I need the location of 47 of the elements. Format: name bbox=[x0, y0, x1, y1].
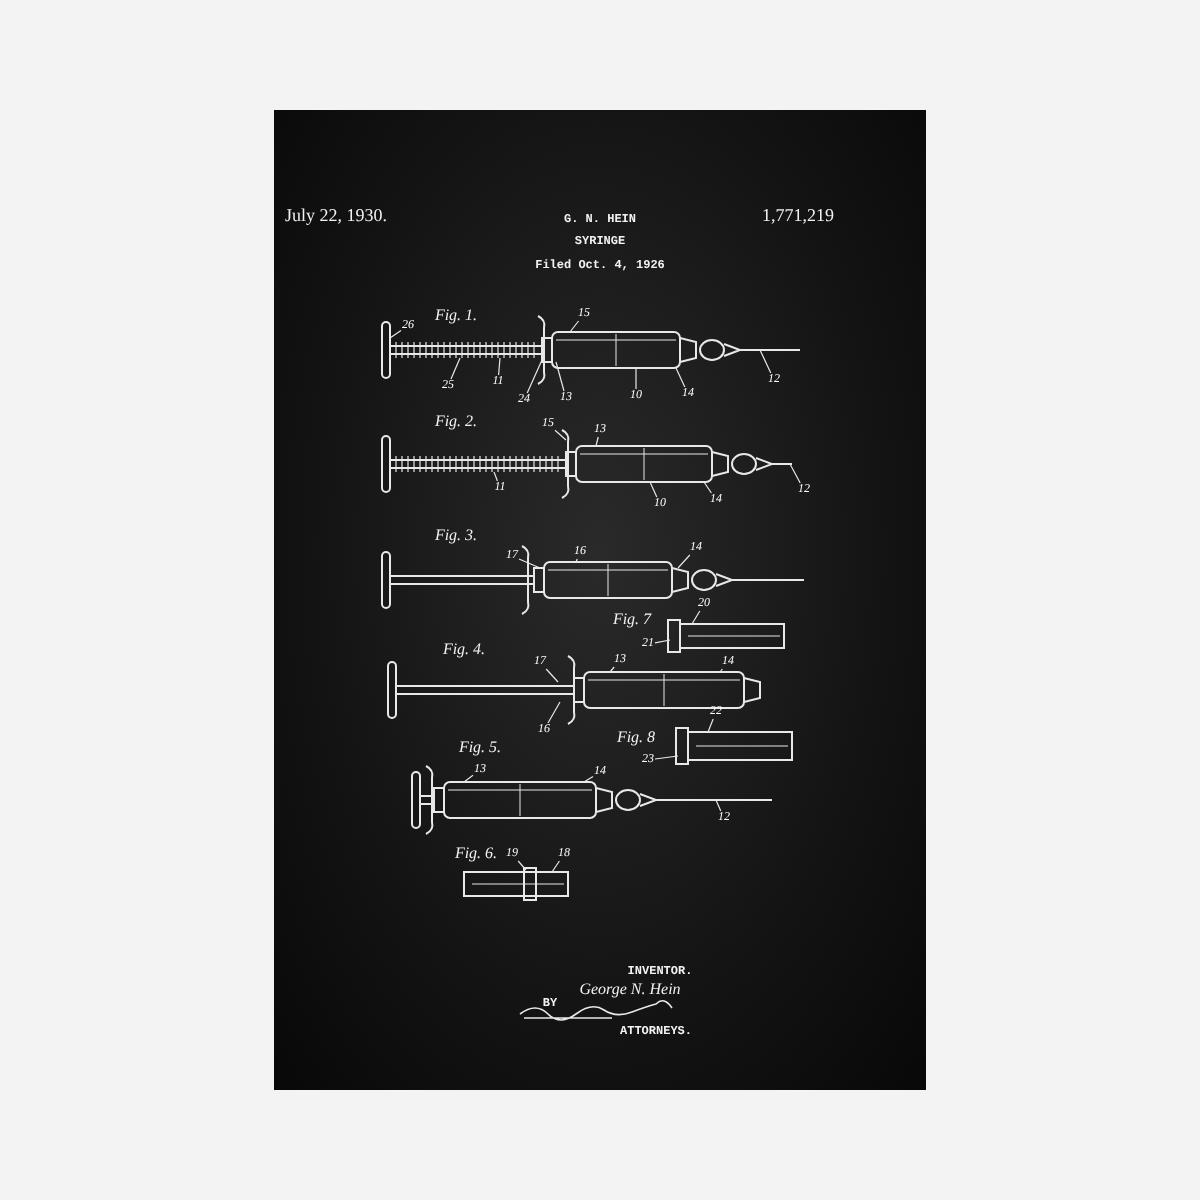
syringe-drawing bbox=[381, 545, 805, 615]
leader-line bbox=[493, 471, 498, 482]
syringe-drawing bbox=[411, 765, 773, 835]
figure-label: Fig. 5. bbox=[458, 740, 502, 756]
figure-label: Fig. 8 bbox=[616, 730, 656, 746]
leader-line bbox=[703, 481, 712, 494]
leader-line bbox=[547, 701, 561, 724]
patent-date: July 22, 1930. bbox=[285, 207, 387, 225]
leader-line bbox=[691, 610, 701, 625]
patent-number: 1,771,219 bbox=[762, 207, 834, 225]
leader-line bbox=[517, 860, 527, 871]
leader-line bbox=[463, 774, 474, 783]
figure-label: Fig. 4. bbox=[442, 642, 486, 658]
leader-line bbox=[555, 361, 565, 392]
figure-label: Fig. 7 bbox=[612, 612, 652, 628]
leader-line bbox=[675, 367, 686, 388]
syringe-drawing bbox=[387, 655, 761, 725]
leader-line bbox=[583, 775, 594, 783]
leader-line bbox=[554, 429, 567, 441]
leader-line bbox=[759, 349, 772, 374]
needle-adapter-drawing bbox=[675, 727, 793, 765]
leader-line bbox=[609, 666, 615, 673]
figure-label: Fig. 1. bbox=[434, 308, 478, 324]
needle-adapter-drawing bbox=[667, 619, 785, 653]
leader-line bbox=[677, 554, 691, 569]
leader-line bbox=[569, 320, 580, 333]
inventor-signature: George N. Hein bbox=[579, 982, 681, 998]
leader-line bbox=[518, 558, 541, 569]
leader-line bbox=[635, 367, 637, 390]
leader-line bbox=[715, 799, 722, 812]
leader-line bbox=[654, 755, 679, 760]
figure-label: Fig. 3. bbox=[434, 528, 478, 544]
leader-line bbox=[551, 860, 560, 873]
leader-line bbox=[526, 359, 543, 394]
leader-line bbox=[595, 436, 599, 447]
needle-adapter-drawing bbox=[463, 867, 569, 901]
leader-line bbox=[450, 357, 461, 380]
leader-line bbox=[498, 357, 501, 376]
leader-line bbox=[654, 639, 671, 644]
figure-label: Fig. 6. bbox=[454, 846, 498, 862]
leader-line bbox=[707, 718, 714, 733]
leader-line bbox=[789, 463, 801, 484]
leader-line bbox=[389, 330, 402, 339]
leader-line bbox=[545, 668, 559, 683]
figure-label: Fig. 2. bbox=[434, 414, 478, 430]
leader-line bbox=[649, 481, 658, 498]
syringe-drawing bbox=[381, 429, 793, 499]
